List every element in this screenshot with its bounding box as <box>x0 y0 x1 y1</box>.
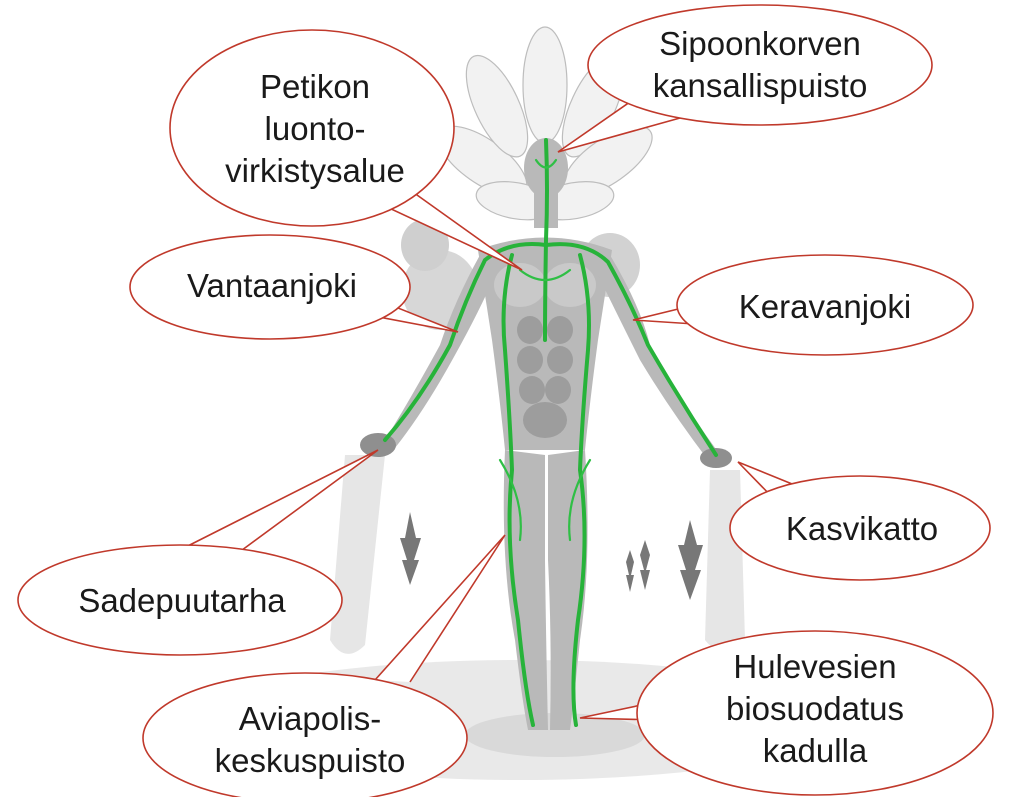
callout-petikon-line-1: Petikon <box>260 68 370 105</box>
callout-hulevesien-line-2: biosuodatus <box>726 690 904 727</box>
callout-sadepuutarha-line-1: Sadepuutarha <box>78 582 286 619</box>
callout-hulevesien-line-3: kadulla <box>763 732 868 769</box>
callout-sipoonkorven-line-2: kansallispuisto <box>653 67 868 104</box>
callout-aviapolis-line-2: keskuspuisto <box>215 742 406 779</box>
right-waterfall <box>705 470 745 653</box>
callout-keravanjoki: Keravanjoki <box>633 255 973 355</box>
callout-sadepuutarha: Sadepuutarha <box>18 450 378 655</box>
callout-sipoonkorven: Sipoonkorven kansallispuisto <box>558 5 932 152</box>
callout-sipoonkorven-line-1: Sipoonkorven <box>659 25 861 62</box>
callout-keravanjoki-line-1: Keravanjoki <box>739 288 911 325</box>
callout-vantaanjoki-line-1: Vantaanjoki <box>187 267 357 304</box>
callout-kasvikatto: Kasvikatto <box>730 462 990 580</box>
callout-petikon-line-2: luonto- <box>265 110 366 147</box>
callout-petikon-line-3: virkistysalue <box>225 152 405 189</box>
callout-hulevesien-line-1: Hulevesien <box>733 648 896 685</box>
callout-aviapolis-line-1: Aviapolis- <box>239 700 381 737</box>
left-waterfall <box>330 455 385 654</box>
callout-kasvikatto-line-1: Kasvikatto <box>786 510 938 547</box>
